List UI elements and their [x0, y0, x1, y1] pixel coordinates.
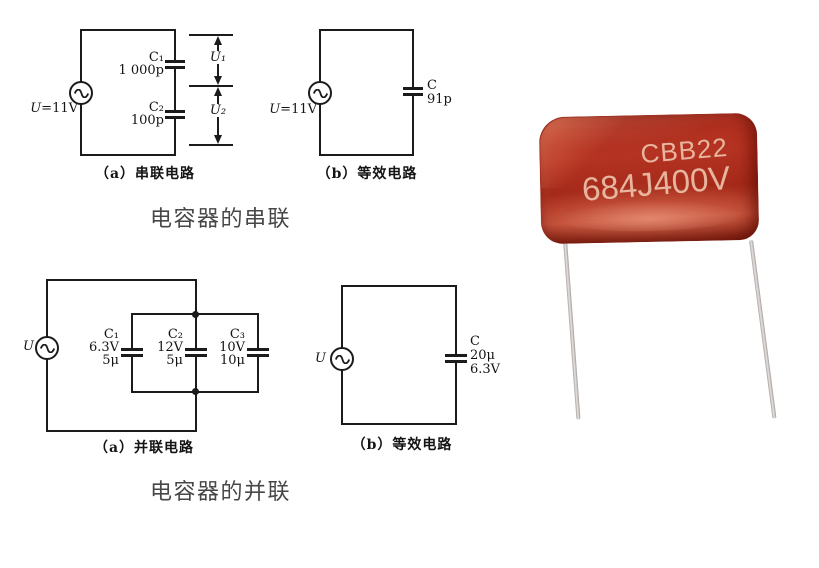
- wire: [174, 29, 176, 60]
- source-voltage-label: U: [23, 339, 34, 354]
- capacitor-lead-left: [563, 239, 581, 420]
- junction-dot: [192, 311, 199, 318]
- cap1-value: 5μ: [102, 353, 119, 368]
- cap1-value: 1 000p: [118, 63, 164, 78]
- wire: [131, 357, 133, 393]
- wire: [455, 363, 457, 425]
- cap2-volt: 12V: [157, 340, 183, 355]
- cap2-name: C₂: [167, 327, 183, 342]
- cap-value: 20μ: [470, 348, 495, 363]
- cap-volt: 6.3V: [470, 362, 501, 377]
- wire: [80, 29, 176, 31]
- source-voltage-label: U=11V: [30, 101, 78, 116]
- cap2-value: 100p: [130, 113, 164, 128]
- cap2-name: C₂: [148, 100, 164, 115]
- cap3-volt: 10V: [219, 340, 245, 355]
- wire: [319, 29, 414, 31]
- capacitor-symbol: [247, 348, 269, 357]
- series-heading: 电容器的串联: [150, 207, 292, 232]
- arrow-down-icon: [214, 76, 222, 85]
- capacitor-symbol: [165, 60, 185, 69]
- parallel-heading: 电容器的并联: [150, 480, 292, 505]
- capacitor-symbol: [165, 110, 185, 119]
- ac-source: [330, 347, 354, 371]
- wire: [455, 285, 457, 354]
- circuit-caption: （b）等效电路: [316, 166, 418, 182]
- capacitor-symbol: [403, 87, 423, 96]
- tick-line: [189, 85, 233, 87]
- wire: [46, 430, 197, 432]
- ac-source: [69, 81, 93, 105]
- ac-waveform-icon: [312, 88, 328, 98]
- tick-line: [189, 144, 233, 146]
- cap3-value: 10μ: [220, 353, 245, 368]
- ac-waveform-icon: [73, 88, 89, 98]
- cap-value: 91p: [427, 92, 452, 107]
- cap-name: C: [470, 334, 480, 349]
- wire: [80, 154, 176, 156]
- u1-label: U₁: [202, 51, 234, 64]
- wire: [341, 423, 457, 425]
- wire: [257, 357, 259, 393]
- cap-name: C: [427, 78, 437, 93]
- tick-line: [189, 34, 233, 36]
- capacitor-markings: CBB22 684J400V: [579, 132, 732, 208]
- wire: [412, 96, 414, 156]
- arrow-down-icon: [214, 135, 222, 144]
- capacitor-photo: CBB22 684J400V: [530, 100, 792, 430]
- u2-label: U₂: [202, 104, 234, 117]
- cap2-value: 5μ: [166, 353, 183, 368]
- cap1-name: C₁: [103, 327, 119, 342]
- wire: [412, 29, 414, 87]
- ac-waveform-icon: [334, 354, 350, 364]
- cap1-volt: 6.3V: [88, 340, 119, 355]
- wire: [257, 313, 259, 348]
- circuit-caption: （a）串联电路: [94, 166, 196, 182]
- circuit-caption: （a）并联电路: [93, 440, 195, 456]
- source-voltage-label: U=11V: [269, 102, 317, 117]
- cap3-name: C₃: [229, 327, 245, 342]
- ac-source: [35, 336, 59, 360]
- wire: [174, 119, 176, 156]
- capacitor-body: CBB22 684J400V: [538, 112, 760, 245]
- source-voltage-label: U: [315, 351, 326, 366]
- ac-waveform-icon: [39, 343, 55, 353]
- wire: [131, 313, 133, 348]
- circuit-caption: （b）等效电路: [351, 437, 453, 453]
- wire: [319, 154, 414, 156]
- cap1-name: C₁: [148, 50, 164, 65]
- capacitor-symbol: [185, 348, 207, 357]
- ac-source: [308, 81, 332, 105]
- wire: [46, 279, 197, 281]
- capacitor-symbol: [445, 354, 467, 363]
- capacitor-lead-right: [749, 239, 777, 419]
- arrow-up-icon: [214, 36, 222, 45]
- junction-dot: [192, 388, 199, 395]
- wire: [341, 285, 457, 287]
- wire: [174, 69, 176, 110]
- arrow-up-icon: [214, 87, 222, 96]
- capacitor-symbol: [121, 348, 143, 357]
